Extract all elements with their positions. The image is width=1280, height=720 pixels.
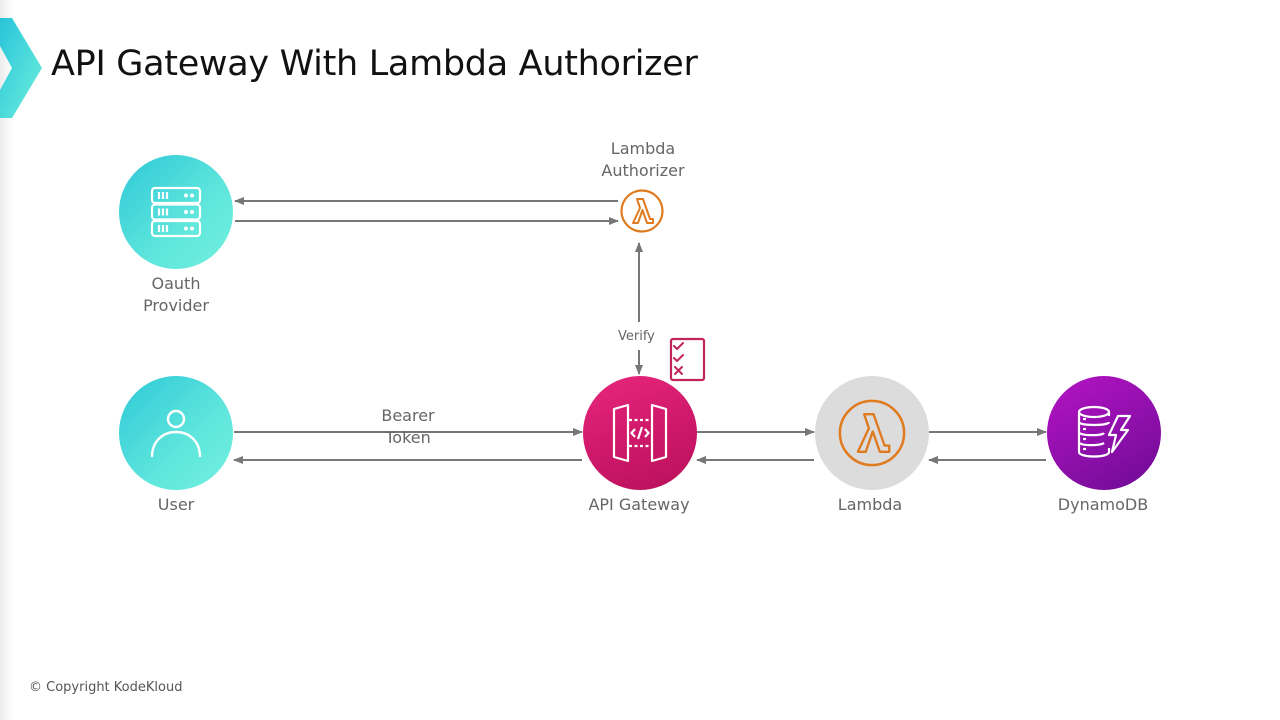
oauth-provider-node [119,155,233,269]
api-gateway-label: API Gateway [588,495,690,514]
lambda-label: Lambda [837,495,903,514]
slide-title: API Gateway With Lambda Authorizer [51,44,698,84]
user-node [119,376,233,490]
verify-label: Verify [618,329,655,344]
user-label: User [157,495,195,514]
dynamodb-label: DynamoDB [1057,495,1149,514]
bearer-token-label: Bearer Token [381,406,435,447]
kodekloud-chevron-logo [0,18,42,118]
lambda-node [815,376,929,490]
oauth-provider-label: Oauth Provider [143,274,209,315]
checklist-icon [669,337,706,382]
copyright-text: © Copyright KodeKloud [29,680,183,695]
lambda-authorizer-icon [620,189,664,233]
user-icon [150,409,202,458]
left-edge-shade [0,0,14,720]
dynamodb-node [1047,376,1161,490]
server-stack-icon [150,186,202,238]
dynamodb-icon [1077,405,1132,458]
lambda-authorizer-label: Lambda Authorizer [601,139,685,180]
lambda-icon [838,399,906,467]
api-gateway-node [583,376,697,490]
api-gateway-icon [612,403,668,463]
